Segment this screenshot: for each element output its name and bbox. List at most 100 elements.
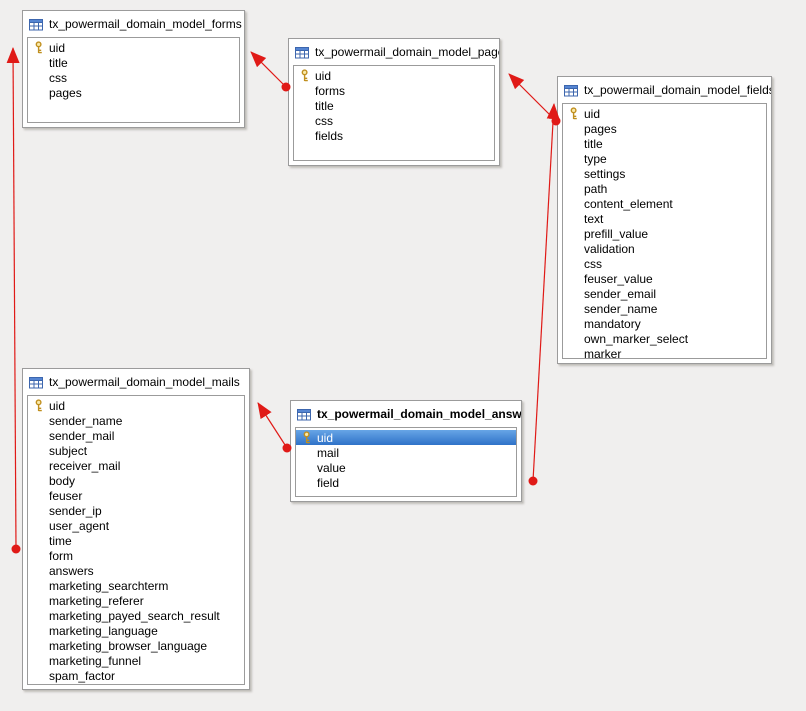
table-icon [29,376,43,389]
field-row-settings[interactable]: settings [563,166,766,181]
field-name: css [315,113,333,128]
table-tx_powermail_domain_model_forms[interactable]: tx_powermail_domain_model_forms uid titl… [22,10,245,128]
field-row-mandatory[interactable]: mandatory [563,316,766,331]
table-header[interactable]: tx_powermail_domain_model_forms [23,11,244,37]
field-name: sender_email [584,286,657,301]
field-row-sender_name[interactable]: sender_name [563,301,766,316]
field-name: feuser_value [584,271,653,286]
field-row-field[interactable]: field [296,475,516,490]
table-title: tx_powermail_domain_model_fields [584,83,771,97]
field-row-sender_name[interactable]: sender_name [28,413,244,428]
field-name: prefill_value [584,226,649,241]
field-row-marketing_referer[interactable]: marketing_referer [28,593,244,608]
table-field-list: uid title css pages [27,37,240,123]
field-name: body [49,473,76,488]
table-header[interactable]: tx_powermail_domain_model_answers [291,401,521,427]
field-name: own_marker_select [584,331,689,346]
primary-key-icon [31,41,47,54]
field-row-feuser_value[interactable]: feuser_value [563,271,766,286]
field-name: uid [317,430,334,445]
field-name: marker [584,346,622,359]
field-name: field [317,475,340,490]
field-name: sender_name [584,301,658,316]
field-row-time[interactable]: time [28,533,244,548]
field-row-sender_mail[interactable]: sender_mail [28,428,244,443]
field-row-title[interactable]: title [563,136,766,151]
field-row-receiver_mail[interactable]: receiver_mail [28,458,244,473]
field-name: title [49,55,68,70]
field-row-content_element[interactable]: content_element [563,196,766,211]
field-name: validation [584,241,635,256]
field-name: value [317,460,346,475]
field-name: sender_mail [49,428,115,443]
table-tx_powermail_domain_model_fields[interactable]: tx_powermail_domain_model_fields uid pag… [557,76,772,364]
field-name: time [49,533,72,548]
field-row-own_marker_select[interactable]: own_marker_select [563,331,766,346]
field-row-text[interactable]: text [563,211,766,226]
field-row-marker[interactable]: marker [563,346,766,359]
field-row-title[interactable]: title [28,55,239,70]
field-row-uid[interactable]: uid [296,430,516,445]
field-name: content_element [584,196,673,211]
field-name: marketing_browser_language [49,638,208,653]
field-name: type [584,151,607,166]
field-row-marketing_searchterm[interactable]: marketing_searchterm [28,578,244,593]
table-header[interactable]: tx_powermail_domain_model_mails [23,369,249,395]
field-row-title[interactable]: title [294,98,494,113]
field-row-uid[interactable]: uid [294,68,494,83]
table-field-list: uid sender_name sender_mail subject rece… [27,395,245,685]
table-field-list: uid forms title css fields [293,65,495,161]
table-icon [29,18,43,31]
field-row-pages[interactable]: pages [28,85,239,100]
field-row-marketing_language[interactable]: marketing_language [28,623,244,638]
field-name: form [49,548,73,563]
field-row-uid[interactable]: uid [28,40,239,55]
table-header[interactable]: tx_powermail_domain_model_fields [558,77,771,103]
field-row-value[interactable]: value [296,460,516,475]
field-row-user_agent[interactable]: user_agent [28,518,244,533]
table-header[interactable]: tx_powermail_domain_model_pages [289,39,499,65]
field-row-mail[interactable]: mail [296,445,516,460]
primary-key-icon [299,431,315,444]
field-row-validation[interactable]: validation [563,241,766,256]
field-row-fields[interactable]: fields [294,128,494,143]
field-row-css[interactable]: css [28,70,239,85]
field-row-pages[interactable]: pages [563,121,766,136]
field-name: marketing_payed_search_result [49,608,220,623]
field-row-path[interactable]: path [563,181,766,196]
field-name: path [584,181,608,196]
field-row-css[interactable]: css [563,256,766,271]
table-tx_powermail_domain_model_pages[interactable]: tx_powermail_domain_model_pages uid form… [288,38,500,166]
field-row-marketing_payed_search_result[interactable]: marketing_payed_search_result [28,608,244,623]
field-row-sender_ip[interactable]: sender_ip [28,503,244,518]
field-row-type[interactable]: type [563,151,766,166]
field-row-css[interactable]: css [294,113,494,128]
field-name: settings [584,166,626,181]
field-name: forms [315,83,345,98]
table-field-list: uid pages title type settings path conte… [562,103,767,359]
field-name: title [584,136,603,151]
field-row-uid[interactable]: uid [28,398,244,413]
field-name: sender_ip [49,503,102,518]
table-tx_powermail_domain_model_answers[interactable]: tx_powermail_domain_model_answers uid ma… [290,400,522,502]
field-row-sender_email[interactable]: sender_email [563,286,766,301]
field-row-subject[interactable]: subject [28,443,244,458]
field-row-marketing_funnel[interactable]: marketing_funnel [28,653,244,668]
field-row-prefill_value[interactable]: prefill_value [563,226,766,241]
table-title: tx_powermail_domain_model_answers [317,407,521,421]
field-row-feuser[interactable]: feuser [28,488,244,503]
field-name: text [584,211,604,226]
field-row-marketing_browser_language[interactable]: marketing_browser_language [28,638,244,653]
table-tx_powermail_domain_model_mails[interactable]: tx_powermail_domain_model_mails uid send… [22,368,250,690]
field-name: uid [49,398,66,413]
field-row-answers[interactable]: answers [28,563,244,578]
field-name: user_agent [49,518,110,533]
field-row-spam_factor[interactable]: spam_factor [28,668,244,683]
field-row-body[interactable]: body [28,473,244,488]
field-row-uid[interactable]: uid [563,106,766,121]
field-row-form[interactable]: form [28,548,244,563]
field-row-forms[interactable]: forms [294,83,494,98]
field-name: marketing_language [49,623,158,638]
field-name: feuser [49,488,83,503]
